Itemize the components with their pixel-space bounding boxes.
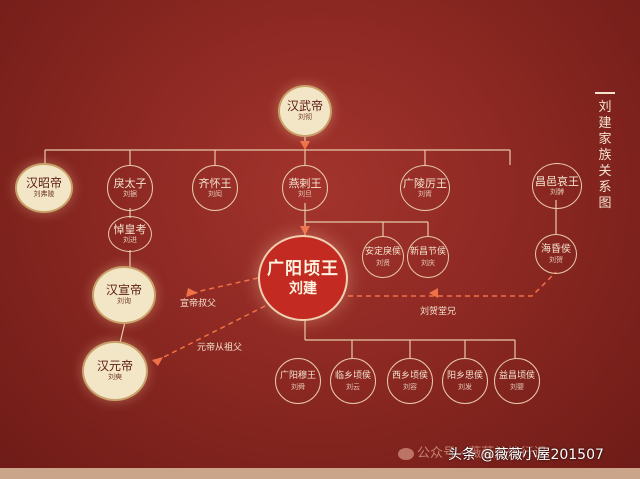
node-haihun-sub: 刘贺 bbox=[549, 256, 563, 264]
node-liujian-name: 广阳顷王 bbox=[267, 259, 339, 279]
node-yanla-name: 燕剌王 bbox=[288, 177, 322, 190]
node-yuandi-name: 汉元帝 bbox=[96, 359, 133, 373]
dashed-main-xuan bbox=[195, 277, 259, 293]
label-yuan-relation: 元帝从祖父 bbox=[197, 343, 243, 353]
node-child-3-name: 西乡顷侯 bbox=[391, 371, 428, 381]
node-liujian-sub: 刘建 bbox=[289, 281, 317, 297]
node-wudi: 汉武帝 刘彻 bbox=[278, 85, 332, 137]
node-child-yichang: 益昌顷侯 刘婴 bbox=[494, 358, 540, 404]
node-daohuangkao: 悼皇考 刘进 bbox=[108, 216, 152, 252]
label-hehe-relation: 刘贺堂兄 bbox=[420, 307, 457, 317]
node-anding: 安定戾侯 刘贤 bbox=[362, 236, 404, 278]
node-zhaodi-sub: 刘弗陵 bbox=[33, 190, 55, 198]
node-qihuai-sub: 刘闳 bbox=[208, 190, 222, 198]
title-bar bbox=[595, 92, 615, 94]
credit-text: 头条 @薇薇小屋201507 bbox=[448, 447, 604, 463]
node-child-3-sub: 刘容 bbox=[403, 383, 417, 391]
node-lizi-sub: 刘据 bbox=[123, 190, 137, 198]
dashed-main-yuan bbox=[155, 305, 266, 362]
node-liujian: 广阳顷王 刘建 bbox=[258, 235, 348, 321]
node-xinchang-name: 新昌节侯 bbox=[409, 247, 446, 257]
node-haihun: 海昏侯 刘贺 bbox=[535, 234, 577, 274]
node-daohuangkao-sub: 刘进 bbox=[123, 236, 137, 244]
dashed-haihun-main bbox=[348, 271, 557, 297]
node-xinchang: 新昌节侯 刘庆 bbox=[407, 236, 449, 278]
wechat-icon bbox=[398, 447, 414, 460]
watermark-text: 公众号 · 薇薇炫炫行记 bbox=[417, 446, 547, 461]
node-changyi: 昌邑哀王 刘髆 bbox=[532, 163, 582, 209]
node-child-4-name: 阳乡思侯 bbox=[446, 371, 483, 381]
node-child-1-sub: 刘舜 bbox=[291, 383, 305, 391]
node-lizi: 戾太子 刘据 bbox=[107, 165, 153, 211]
node-wudi-sub: 刘彻 bbox=[298, 113, 312, 121]
node-qihuai-name: 齐怀王 bbox=[198, 177, 232, 190]
node-child-1-name: 广阳穆王 bbox=[279, 371, 316, 381]
node-zhaodi: 汉昭帝 刘弗陵 bbox=[15, 163, 73, 213]
node-child-guangyangmu: 广阳穆王 刘舜 bbox=[275, 358, 321, 404]
node-lizi-name: 戾太子 bbox=[113, 177, 147, 190]
node-daohuangkao-name: 悼皇考 bbox=[113, 223, 147, 236]
node-changyi-name: 昌邑哀王 bbox=[535, 175, 579, 188]
node-guangling: 广陵厉王 刘胥 bbox=[400, 165, 450, 211]
arrow-head-top bbox=[300, 141, 310, 150]
arrow-head-xuan bbox=[186, 288, 198, 297]
node-haihun-name: 海昏侯 bbox=[541, 244, 571, 255]
node-xuandi-name: 汉宣帝 bbox=[105, 283, 142, 297]
node-child-xixiang: 西乡顷侯 刘容 bbox=[387, 358, 433, 404]
node-xuandi: 汉宣帝 刘询 bbox=[92, 266, 156, 324]
node-child-2-name: 临乡顷侯 bbox=[334, 371, 371, 381]
node-child-yangxiang: 阳乡思侯 刘发 bbox=[442, 358, 488, 404]
node-yuandi: 汉元帝 刘奭 bbox=[82, 341, 148, 401]
label-xuan-relation: 宣帝叔父 bbox=[180, 299, 217, 309]
node-yanla: 燕剌王 刘旦 bbox=[282, 165, 328, 211]
arrow-head-yuan bbox=[152, 357, 163, 366]
node-child-2-sub: 刘云 bbox=[346, 383, 360, 391]
wall-bottom-edge bbox=[0, 468, 640, 479]
node-child-linxiang: 临乡顷侯 刘云 bbox=[330, 358, 376, 404]
diagram-title: 刘建家族关系图 bbox=[598, 100, 612, 211]
node-wudi-name: 汉武帝 bbox=[286, 99, 323, 113]
node-child-5-sub: 刘婴 bbox=[510, 383, 524, 391]
node-yuandi-sub: 刘奭 bbox=[108, 373, 122, 381]
node-xinchang-sub: 刘庆 bbox=[421, 259, 435, 267]
node-child-5-name: 益昌顷侯 bbox=[498, 371, 535, 381]
node-guangling-name: 广陵厉王 bbox=[403, 177, 447, 190]
node-changyi-sub: 刘髆 bbox=[550, 188, 564, 196]
node-anding-name: 安定戾侯 bbox=[364, 247, 401, 257]
node-yanla-sub: 刘旦 bbox=[298, 190, 312, 198]
watermark: 公众号 · 薇薇炫炫行记 bbox=[398, 442, 546, 461]
node-qihuai: 齐怀王 刘闳 bbox=[192, 165, 238, 211]
node-anding-sub: 刘贤 bbox=[376, 259, 390, 267]
arrow-head-haihun bbox=[429, 288, 438, 298]
node-child-4-sub: 刘发 bbox=[458, 383, 472, 391]
arrow-head-yan bbox=[300, 226, 310, 235]
node-xuandi-sub: 刘询 bbox=[117, 297, 131, 305]
node-guangling-sub: 刘胥 bbox=[418, 190, 432, 198]
connector-xuan-yuan bbox=[119, 321, 126, 344]
node-zhaodi-name: 汉昭帝 bbox=[25, 176, 62, 190]
